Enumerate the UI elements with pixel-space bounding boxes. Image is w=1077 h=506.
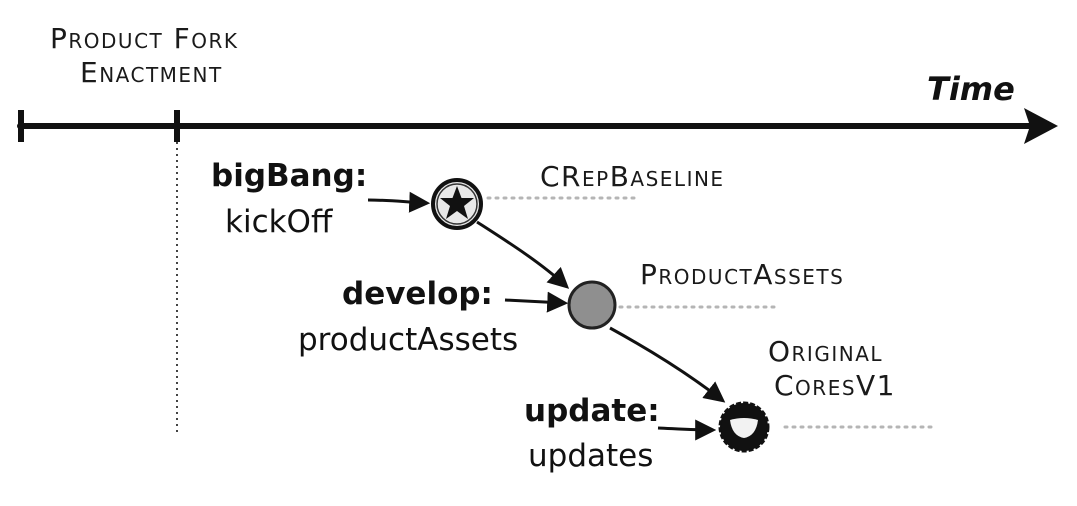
time-axis-label: Time (927, 70, 1015, 108)
star-in-circle-icon (431, 178, 483, 230)
arrow-develop-to-node (504, 291, 569, 313)
state-label-crepbaseline: CRepBaseline (540, 160, 725, 193)
phase-label-line1: Product Fork (50, 22, 239, 55)
gray-filled-circle-icon (567, 280, 617, 330)
time-axis-arrowhead (1024, 108, 1058, 144)
step-2-argument: productAssets (298, 322, 519, 358)
step-3-operation: update: (524, 393, 660, 429)
state-label-coresv1: CoresV1 (774, 369, 896, 402)
transition-arrow-2 (609, 326, 726, 403)
step-1-operation: bigBang: (211, 158, 368, 194)
step-3-argument: updates (528, 438, 654, 474)
transition-arrow-1 (476, 220, 570, 289)
arrow-update-to-node (657, 419, 717, 441)
step-1-argument: kickOff (225, 204, 333, 240)
phase-label-line2: Enactment (80, 56, 223, 89)
dark-circle-icon (718, 401, 770, 453)
step-2-operation: develop: (342, 276, 493, 312)
state-label-original: Original (768, 335, 884, 368)
state-label-productassets: ProductAssets (640, 258, 845, 291)
arrow-bigbang-to-node (367, 191, 431, 213)
